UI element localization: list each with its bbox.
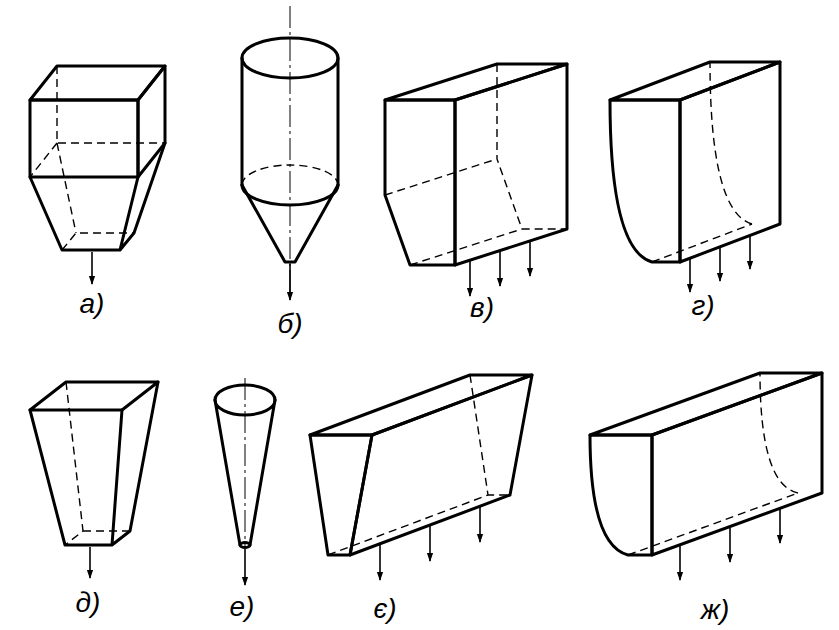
figure-label: є) — [373, 595, 396, 623]
figure-label: г) — [691, 292, 714, 320]
figure-label: е) — [230, 593, 255, 621]
pyramidal-hopper — [30, 66, 165, 284]
trough-hopper — [385, 64, 567, 296]
long-trough-hopper — [310, 375, 532, 580]
long-curved-trough-hopper — [590, 373, 822, 580]
conical-hopper — [242, 6, 338, 300]
figure-label: в) — [470, 294, 494, 322]
curved-trough-hopper — [610, 62, 780, 292]
figure-label: б) — [277, 310, 302, 338]
cone-hopper — [215, 378, 275, 585]
figure-label: а) — [80, 290, 105, 318]
figure-label: д) — [76, 589, 101, 617]
figure-label: ж) — [701, 596, 730, 624]
pyramid-frustum-hopper — [30, 382, 158, 578]
